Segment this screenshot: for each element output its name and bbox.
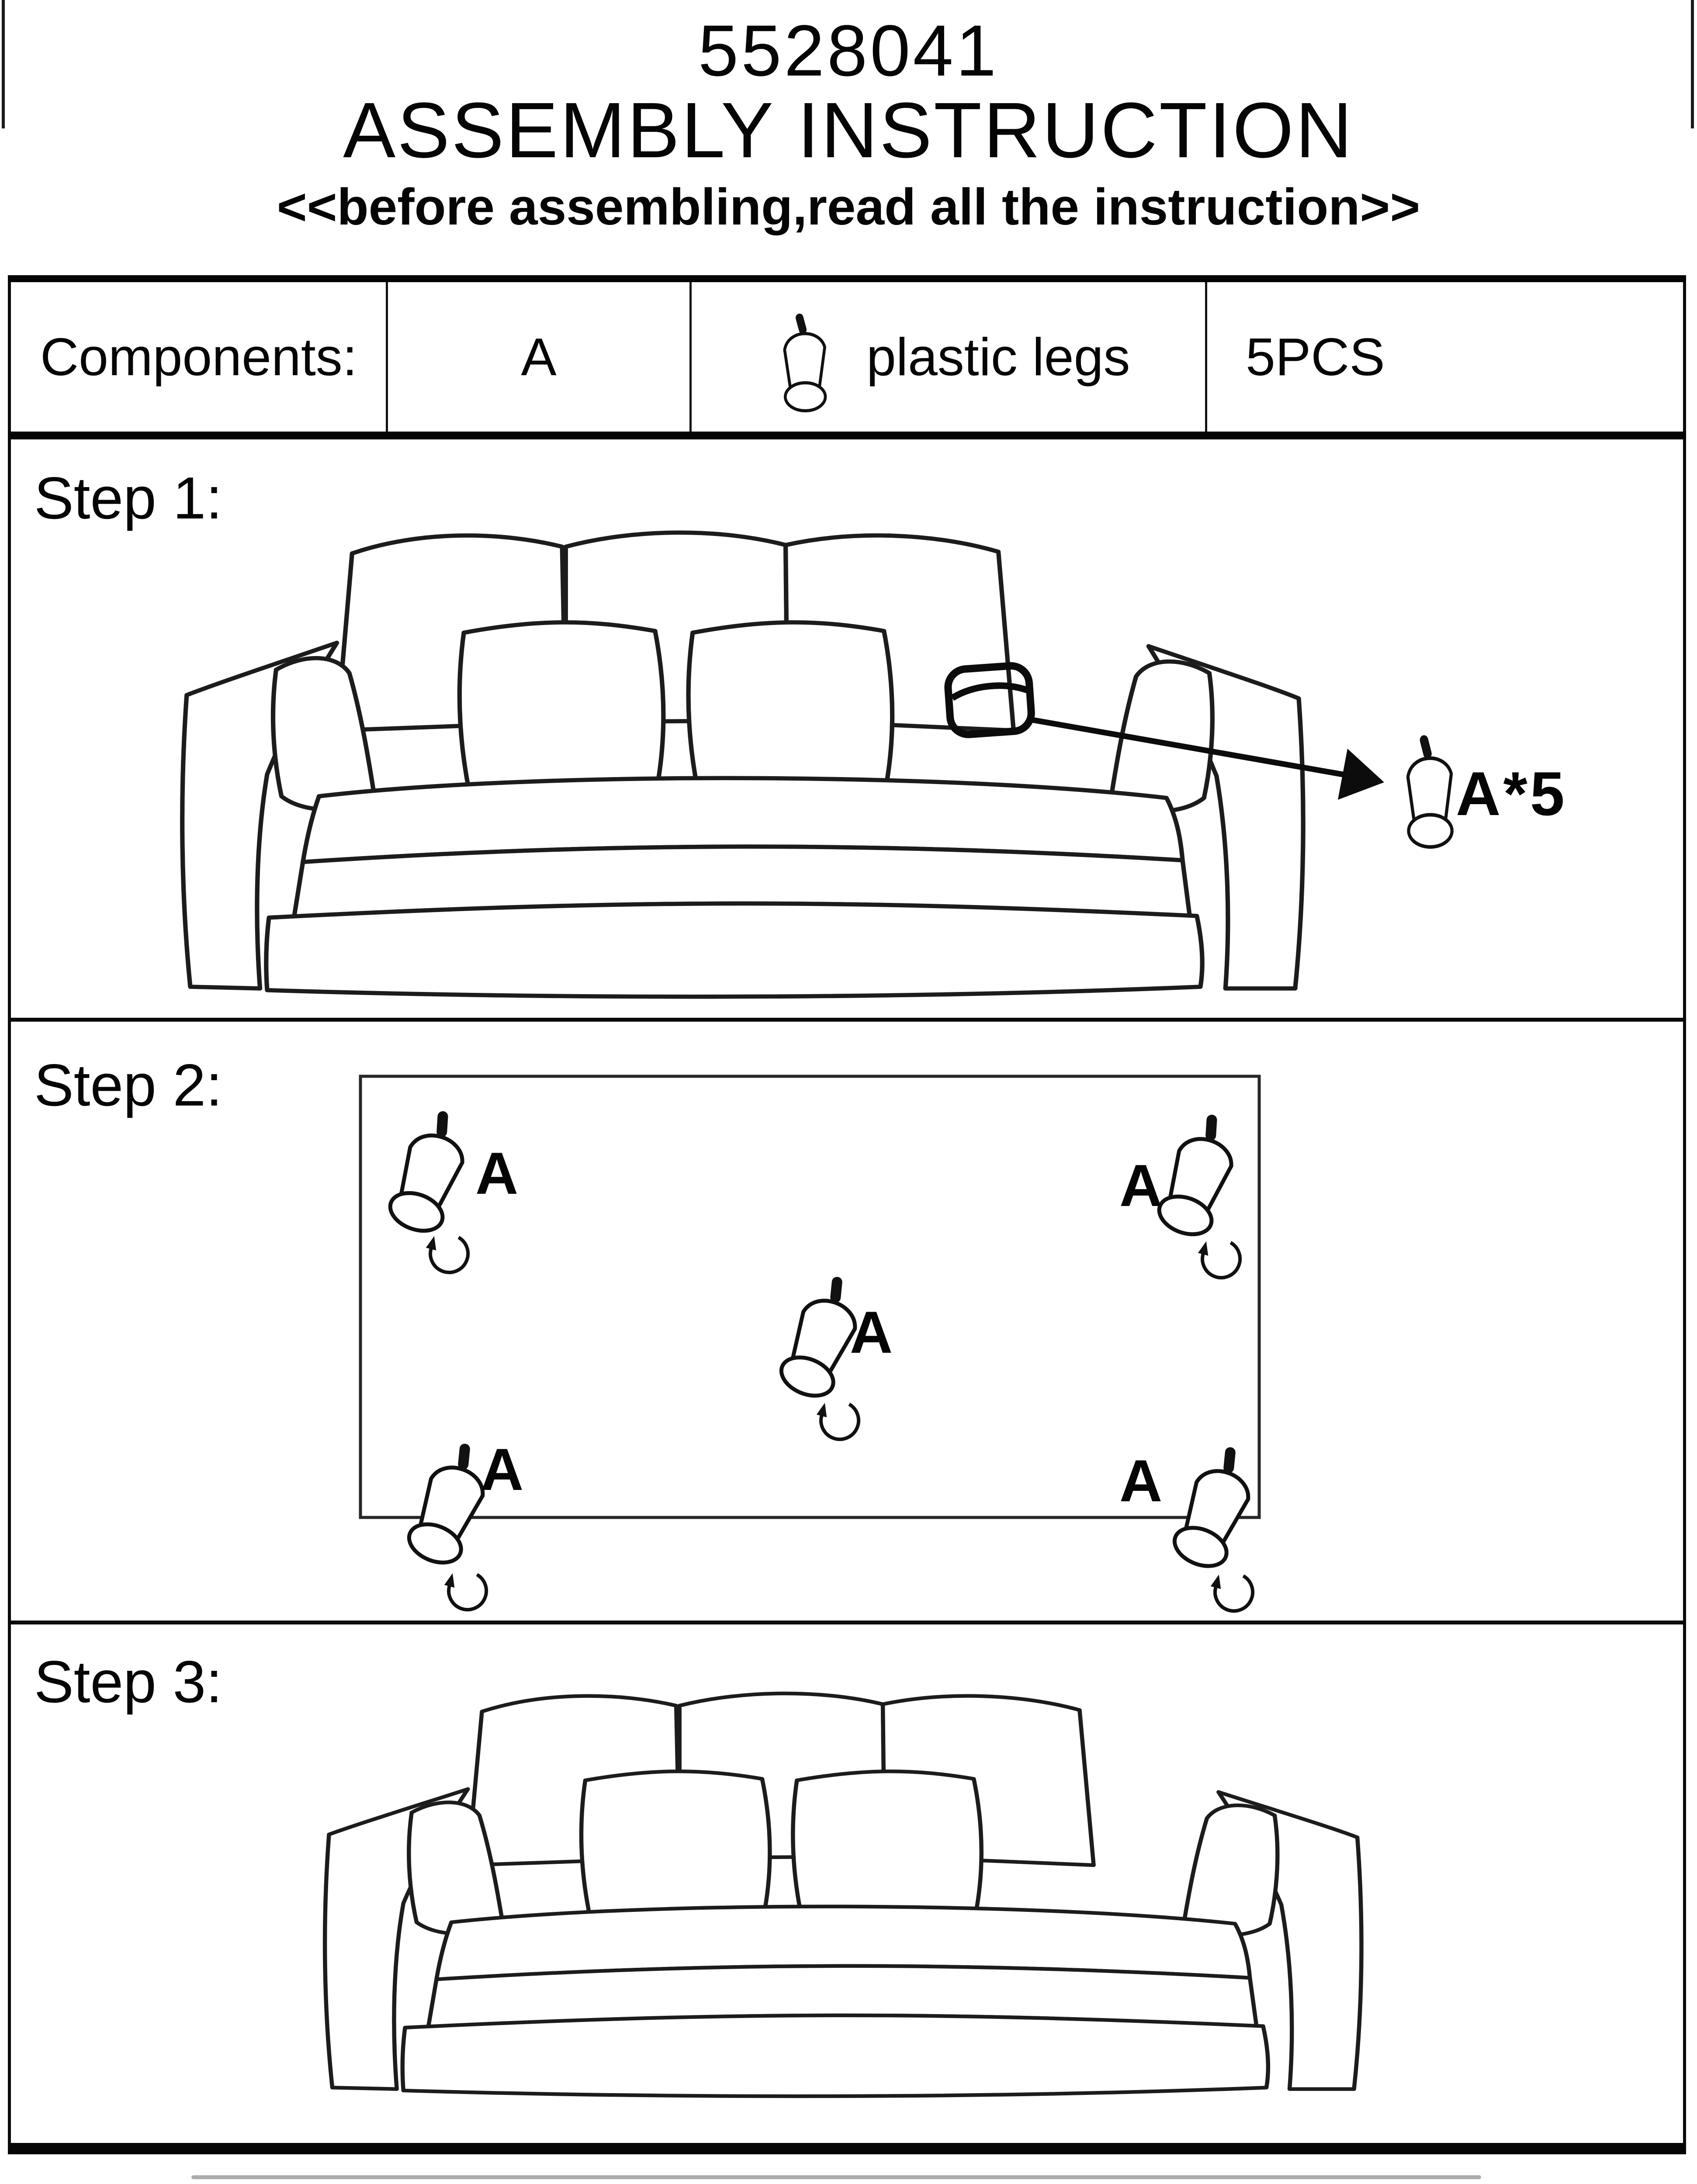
component-name: plastic legs [866,327,1130,387]
leg-label: A [475,1140,519,1206]
components-row-label-cell: Components: [8,282,388,432]
product-code: 5528041 [698,10,999,91]
content-frame [8,275,1686,2154]
leg-quantity-callout: A*5 [1456,759,1567,829]
sofa-line-art-step3 [325,1693,1361,2096]
component-id: A [521,327,557,387]
scan-artifact-line [191,2175,1481,2179]
leg-label: A [850,1299,893,1365]
plastic-leg-icon [1408,740,1452,847]
step3-label: Step 3: [34,1648,222,1715]
sofa-line-art-step1 [182,532,1303,997]
component-name-cell: plastic legs [692,282,1207,432]
component-id-cell: A [388,282,692,432]
components-table: Components: A plastic legs 5PCS [8,275,1686,439]
rotate-arrow-icon [1211,1575,1253,1611]
section-divider [8,1018,1686,1022]
section-divider [8,1621,1686,1624]
leg-label: A [1119,1152,1163,1219]
leg-label: A [1119,1448,1163,1514]
arrow-icon [1031,717,1384,800]
page-edge-mark-left [2,0,5,128]
step2-label: Step 2: [34,1052,222,1118]
sofa-base-outline [359,1075,1261,1519]
component-quantity-cell: 5PCS [1207,282,1686,432]
leg-position-marker [944,662,1035,738]
components-row-label: Components: [40,327,357,387]
page-title: ASSEMBLY INSTRUCTION [343,86,1354,174]
rotate-arrow-icon [444,1573,486,1610]
step1-label: Step 1: [34,465,222,531]
component-quantity: 5PCS [1246,327,1385,387]
page-edge-mark-right [1691,0,1694,128]
page-subtitle: <<before assembling,read all the instruc… [277,178,1420,236]
leg-label: A [481,1436,524,1503]
